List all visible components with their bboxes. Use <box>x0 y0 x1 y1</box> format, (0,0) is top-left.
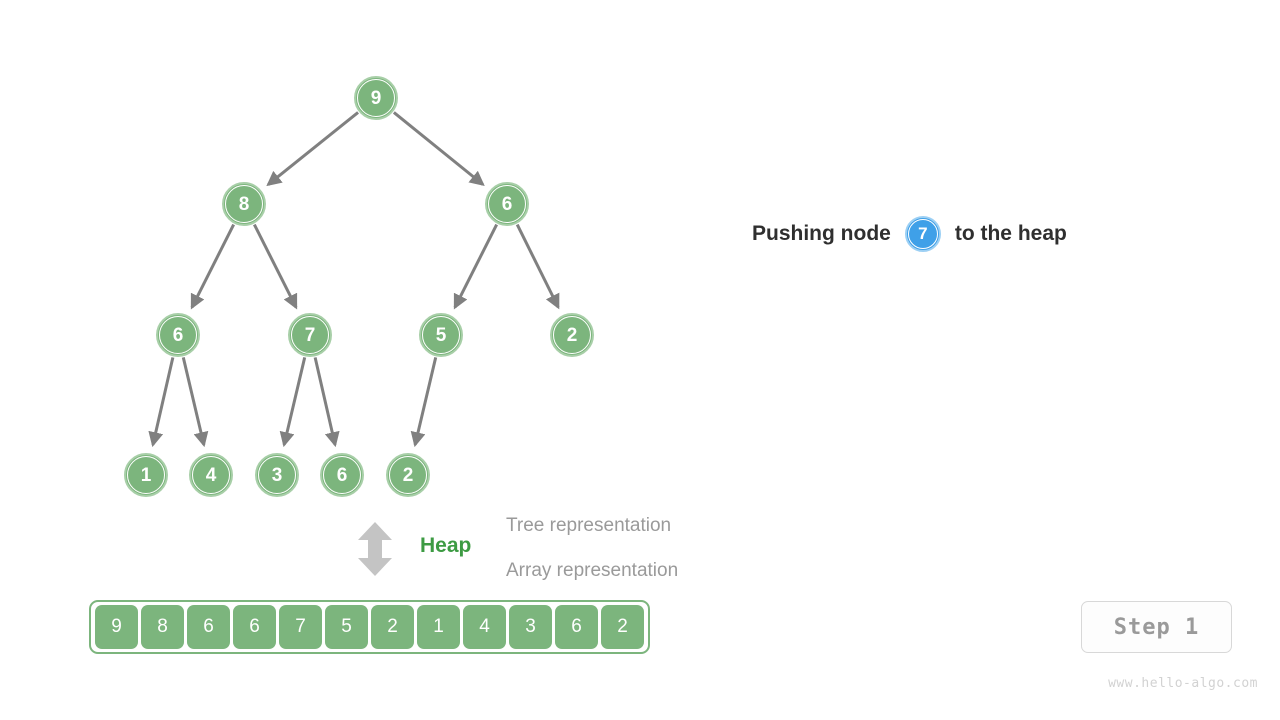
caption-banner: Pushing node 7 to the heap <box>752 216 1067 252</box>
array-cell: 5 <box>325 605 368 649</box>
caption-suffix: to the heap <box>954 222 1067 245</box>
array-cell: 3 <box>509 605 552 649</box>
caption-node: 7 <box>904 216 941 252</box>
array-cell: 6 <box>555 605 598 649</box>
tree-node-value: 1 <box>140 464 152 486</box>
tree-node: 5 <box>419 313 463 357</box>
tree-node: 4 <box>189 453 233 497</box>
array-cell-value: 5 <box>341 616 352 637</box>
tree-node-value: 4 <box>205 464 217 486</box>
heap-label: Heap <box>420 534 472 557</box>
caption-prefix: Pushing node <box>752 222 891 245</box>
tree-edge <box>190 223 235 310</box>
array-cell-value: 6 <box>249 616 260 637</box>
double-vertical-arrow-icon <box>358 522 392 576</box>
step-badge: Step 1 <box>1081 601 1232 653</box>
tree-representation-label: Tree representation <box>506 515 672 536</box>
array-cell: 2 <box>601 605 644 649</box>
tree-edge <box>392 111 485 187</box>
tree-node-value: 6 <box>172 324 184 346</box>
tree-edge <box>410 357 438 448</box>
array-cell-value: 9 <box>111 616 122 637</box>
tree-edge <box>253 223 298 310</box>
tree-edge <box>181 357 209 448</box>
array-cell-value: 1 <box>433 616 444 637</box>
array-cell-value: 3 <box>525 616 536 637</box>
array-cell-value: 4 <box>479 616 490 637</box>
tree-node: 9 <box>354 76 398 120</box>
edge-group <box>148 111 560 448</box>
array-representation: 9 8 6 6 7 5 2 1 4 3 6 2 <box>89 600 650 654</box>
tree-node: 6 <box>156 313 200 357</box>
tree-node-value: 2 <box>566 324 578 346</box>
tree-node-value: 6 <box>336 464 348 486</box>
array-cell: 6 <box>187 605 230 649</box>
tree-node: 8 <box>222 182 266 226</box>
tree-node: 3 <box>255 453 299 497</box>
tree-edge <box>313 357 340 448</box>
tree-node: 7 <box>288 313 332 357</box>
tree-node-value: 2 <box>402 464 414 486</box>
array-cell-value: 6 <box>571 616 582 637</box>
array-cell-value: 6 <box>203 616 214 637</box>
array-representation-label: Array representation <box>506 560 679 581</box>
array-cell-value: 8 <box>157 616 168 637</box>
tree-node-value: 6 <box>501 193 513 215</box>
tree-edge <box>453 223 498 310</box>
array-cell-value: 2 <box>617 616 628 637</box>
array-cell: 6 <box>233 605 276 649</box>
tree-edge <box>148 357 175 448</box>
tree-node-value: 8 <box>238 193 250 215</box>
tree-node: 2 <box>550 313 594 357</box>
tree-edge <box>266 111 360 187</box>
array-cell: 8 <box>141 605 184 649</box>
array-cell: 7 <box>279 605 322 649</box>
tree-node: 6 <box>320 453 364 497</box>
array-cell: 1 <box>417 605 460 649</box>
array-cell: 4 <box>463 605 506 649</box>
array-cell: 9 <box>95 605 138 649</box>
watermark: www.hello-algo.com <box>1108 676 1258 691</box>
tree-node-value: 3 <box>271 464 283 486</box>
tree-edge <box>279 357 307 448</box>
tree-node: 1 <box>124 453 168 497</box>
tree-node: 2 <box>386 453 430 497</box>
tree-edge <box>515 223 560 310</box>
tree-node-value: 7 <box>304 324 316 346</box>
representation-legend: Heap Tree representation Array represent… <box>352 512 752 592</box>
tree-node-value: 5 <box>435 324 447 346</box>
caption-node-value: 7 <box>918 224 928 243</box>
tree-node-value: 9 <box>370 87 382 109</box>
array-cell-value: 7 <box>295 616 306 637</box>
array-cell-value: 2 <box>387 616 398 637</box>
array-cell: 2 <box>371 605 414 649</box>
step-badge-label: Step 1 <box>1113 614 1200 640</box>
tree-node: 6 <box>485 182 529 226</box>
